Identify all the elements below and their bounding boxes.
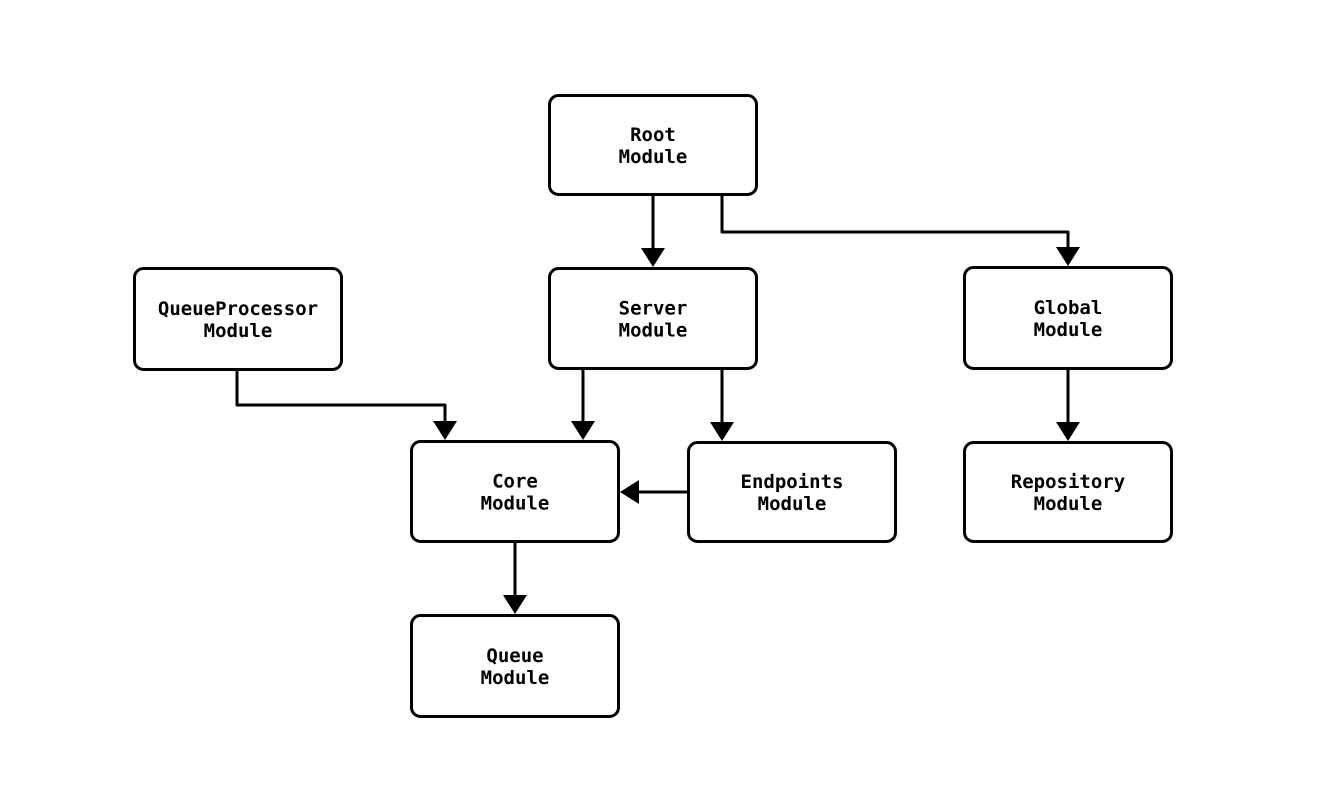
core-module-node-label-line1: Core — [492, 470, 538, 492]
repository-module-node-label-line1: Repository — [1011, 471, 1125, 493]
edge-global-to-repository-arrowhead-icon — [1056, 422, 1080, 441]
edge-global-to-repository — [1056, 370, 1080, 441]
queue-module-node-label-line1: Queue — [486, 645, 543, 667]
queueprocessor-module-node-label-line2: Module — [204, 320, 273, 342]
queueprocessor-module-node-shape[interactable] — [133, 267, 343, 371]
server-module-node-shape[interactable] — [548, 267, 758, 370]
edge-core-to-queue — [503, 543, 527, 614]
endpoints-module-node-shape[interactable] — [687, 441, 897, 543]
repository-module-node-shape[interactable] — [963, 441, 1173, 543]
endpoints-module-node-label-line1: Endpoints — [741, 471, 844, 493]
edge-server-to-endpoints — [710, 370, 734, 441]
queueprocessor-module-node-label-line1: QueueProcessor — [158, 298, 318, 320]
edge-queueprocessor-to-core — [235, 371, 457, 440]
edge-root-to-global-line — [720, 196, 1070, 247]
edge-endpoints-to-core-arrowhead-icon — [620, 480, 639, 504]
edge-server-to-core-arrowhead-icon — [571, 421, 595, 440]
edges-layer — [235, 196, 1080, 614]
core-module-node-shape[interactable] — [410, 440, 620, 543]
queue-module-node-shape[interactable] — [410, 614, 620, 718]
global-module-node-label-line2: Module — [1034, 319, 1103, 341]
edge-endpoints-to-core — [620, 480, 687, 504]
edge-root-to-server — [641, 196, 665, 267]
root-module-node-label-line1: Root — [630, 124, 676, 146]
edge-queueprocessor-to-core-line — [235, 371, 447, 421]
edge-root-to-global-arrowhead-icon — [1056, 247, 1080, 266]
edge-server-to-endpoints-arrowhead-icon — [710, 422, 734, 441]
core-module-node-label-line2: Module — [481, 492, 550, 514]
edge-server-to-core — [571, 370, 595, 440]
endpoints-module-node-label-line2: Module — [758, 493, 827, 515]
root-module-node-shape[interactable] — [548, 94, 758, 196]
global-module-node-label-line1: Global — [1034, 297, 1103, 319]
root-module-node-label-line2: Module — [619, 146, 688, 168]
edge-root-to-server-arrowhead-icon — [641, 248, 665, 267]
server-module-node-label-line1: Server — [619, 297, 688, 319]
edge-core-to-queue-arrowhead-icon — [503, 595, 527, 614]
edge-root-to-global — [720, 196, 1080, 266]
queue-module-node-label-line2: Module — [481, 667, 550, 689]
edge-queueprocessor-to-core-arrowhead-icon — [433, 421, 457, 440]
global-module-node-shape[interactable] — [963, 266, 1173, 370]
server-module-node-label-line2: Module — [619, 319, 688, 341]
repository-module-node-label-line2: Module — [1034, 493, 1103, 515]
